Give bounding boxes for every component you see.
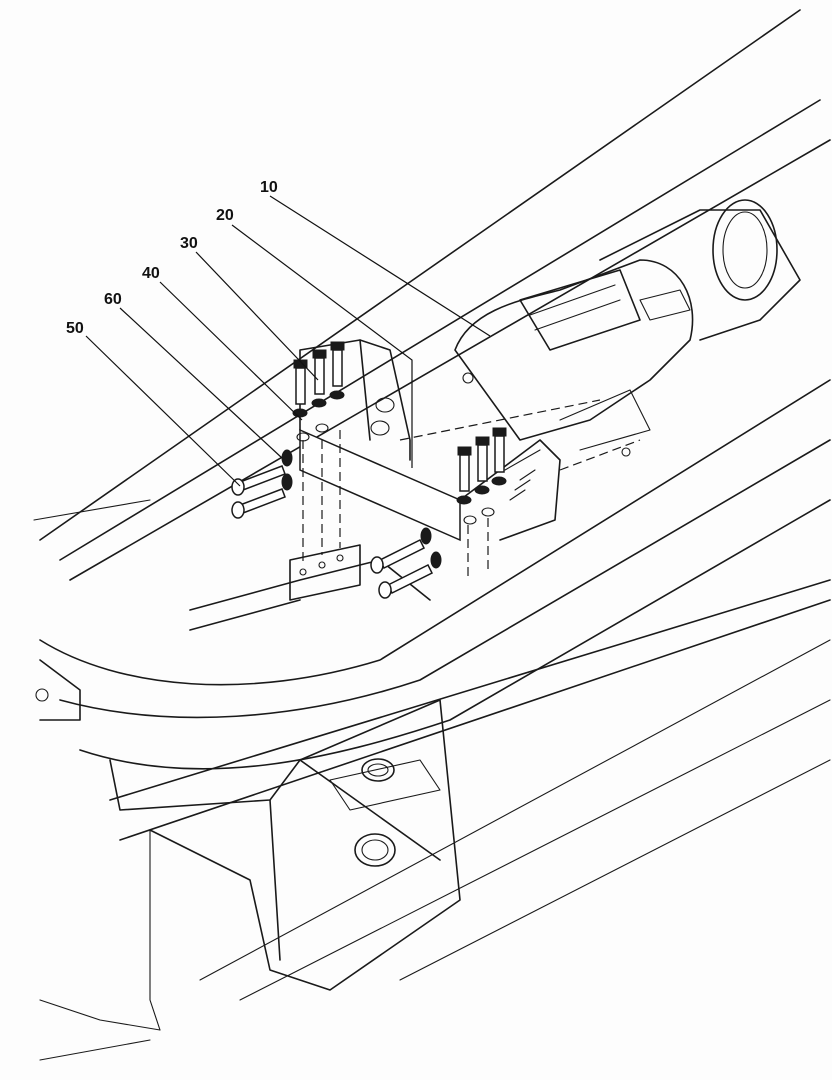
- frame-rail-lower: [39, 379, 831, 1001]
- leader-line-30: [195, 251, 319, 381]
- leader-line-40: [159, 281, 303, 421]
- leader-lines: [85, 195, 491, 487]
- callout-50: 50: [66, 320, 84, 337]
- callout-30: 30: [180, 235, 198, 252]
- vertical-bolt-group-right: [456, 427, 507, 505]
- alignment-lines: [302, 399, 641, 580]
- gear-housing: [454, 199, 801, 457]
- leader-line-10: [269, 195, 491, 337]
- callout-60: 60: [104, 291, 122, 308]
- leader-line-50: [85, 335, 241, 487]
- cross-member: [35, 659, 461, 1061]
- callout-labels: 10 20 30 40 60 50: [66, 179, 278, 337]
- leader-line-60: [119, 307, 283, 459]
- leader-line-20: [231, 224, 413, 468]
- callout-20: 20: [216, 207, 234, 224]
- horizontal-bolt-group-right: [370, 527, 442, 599]
- callout-40: 40: [142, 265, 160, 282]
- horizontal-bolt-group-left: [231, 449, 293, 519]
- callout-10: 10: [260, 179, 278, 196]
- frame-rail-upper: [33, 9, 831, 581]
- mounting-bracket: [296, 339, 561, 542]
